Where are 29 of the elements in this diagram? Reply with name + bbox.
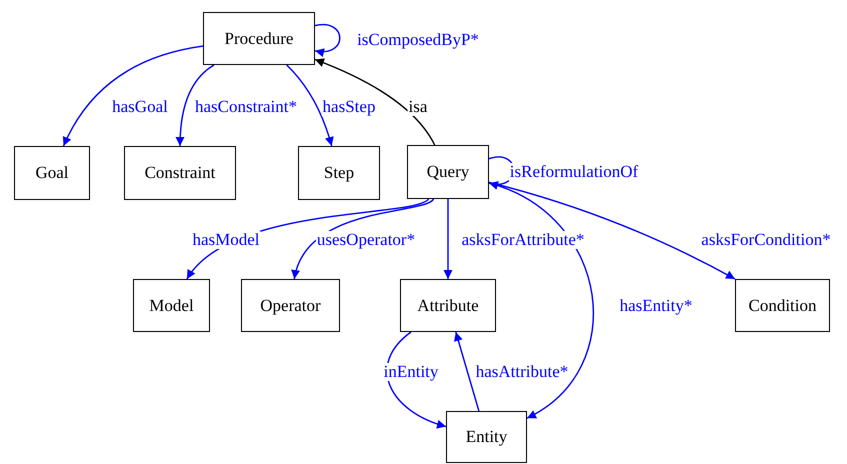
class-box: Condition — [735, 279, 830, 332]
class-box: Goal — [14, 146, 90, 200]
edge-label: inEntity — [382, 363, 440, 381]
class-box: Operator — [241, 279, 340, 332]
arrow — [292, 198, 434, 280]
edge-label: isComposedByP* — [356, 31, 480, 49]
class-box: Step — [298, 146, 380, 200]
class-box: Attribute — [400, 279, 496, 332]
arrow — [488, 182, 736, 280]
class-box: Procedure — [203, 12, 315, 65]
edge-label: hasEntity* — [618, 297, 694, 315]
edge-label: hasModel — [191, 231, 261, 249]
class-box: Query — [407, 145, 489, 199]
edge-label: isReformulationOf — [508, 163, 640, 181]
class-box: Entity — [446, 411, 527, 463]
arrow — [176, 64, 214, 146]
arrow — [314, 24, 340, 56]
arrow — [454, 332, 480, 412]
arrow — [62, 45, 204, 146]
edge-label: asksForAttribute* — [460, 231, 586, 249]
class-box: Model — [133, 279, 210, 332]
arrow — [488, 182, 594, 419]
arrow — [286, 64, 334, 146]
arrow — [444, 199, 452, 279]
edge-label: usesOperator* — [316, 231, 416, 249]
arrow — [314, 58, 436, 146]
edge-label: isa — [408, 98, 428, 116]
edge-label: hasStep — [322, 98, 376, 116]
class-box: Constraint — [124, 146, 236, 200]
